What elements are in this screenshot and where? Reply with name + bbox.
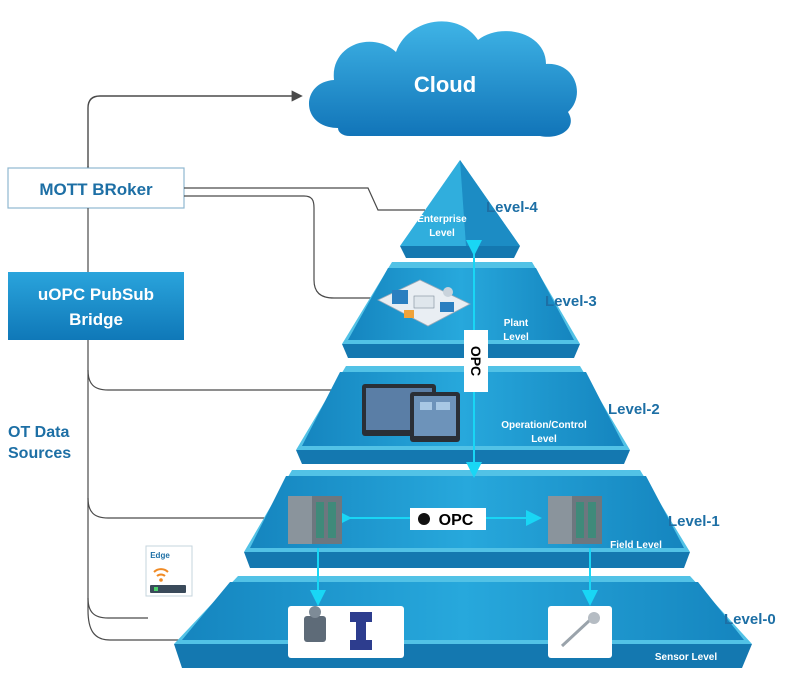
ot-sources-line2: Sources bbox=[8, 445, 71, 462]
tier-level-4 bbox=[400, 160, 520, 258]
tier-level-3 bbox=[342, 262, 580, 358]
opc-logo-vertical-text: OPC bbox=[468, 346, 484, 376]
pyramid bbox=[174, 160, 752, 668]
plc-right-icon bbox=[548, 496, 602, 544]
edge-label: Edge bbox=[150, 551, 170, 560]
level-4-desc-2: Level bbox=[429, 228, 455, 239]
ot-sensor-connector bbox=[87, 597, 148, 619]
level-0-label: Level-0 bbox=[724, 611, 776, 628]
cloud-label: Cloud bbox=[414, 72, 476, 97]
bridge-label-line1: uOPC PubSub bbox=[38, 285, 154, 304]
cloud-broker-connector bbox=[82, 90, 303, 177]
edge-device: Edge bbox=[145, 545, 193, 597]
opc-logo-horizontal: OPC bbox=[410, 508, 486, 530]
wifi-icon bbox=[153, 568, 169, 573]
level-2-desc-1: Operation/Control bbox=[501, 420, 587, 431]
opc-logo-horizontal-text: OPC bbox=[439, 512, 474, 529]
level-2-label: Level-2 bbox=[608, 401, 660, 418]
level-1-label: Level-1 bbox=[668, 513, 720, 530]
level-4-desc-1: Enterprise bbox=[417, 214, 467, 225]
pubsub-bridge-box: uOPC PubSub Bridge bbox=[8, 272, 184, 340]
bridge-control-connector bbox=[87, 369, 372, 391]
level-1-desc-1: Field Level bbox=[610, 540, 662, 551]
cloud-node: Cloud bbox=[308, 21, 577, 137]
sensor-device-right bbox=[548, 606, 612, 658]
plant-factory-icon bbox=[377, 279, 471, 327]
plc-left-icon bbox=[288, 496, 342, 544]
tier-descriptions: Enterprise Level Plant Level Operation/C… bbox=[417, 214, 717, 663]
connector-lines bbox=[87, 187, 425, 641]
broker-plant-connector bbox=[184, 195, 388, 299]
level-3-desc-1: Plant bbox=[504, 318, 529, 329]
level-2-desc-2: Level bbox=[531, 434, 557, 445]
level-labels: Level-4 Level-3 Level-2 Level-1 Level-0 bbox=[486, 199, 776, 628]
ot-bottom-connector bbox=[87, 609, 182, 641]
opc-logo-vertical: OPC bbox=[464, 330, 488, 392]
tier-level-2 bbox=[296, 366, 630, 464]
level-3-label: Level-3 bbox=[545, 293, 597, 310]
sensor-devices-left bbox=[288, 606, 404, 658]
level-0-desc-1: Sensor Level bbox=[655, 652, 717, 663]
hmi-panel-icon bbox=[362, 384, 460, 442]
level-4-label: Level-4 bbox=[486, 199, 538, 216]
broker-label: MOTT BRoker bbox=[39, 180, 153, 199]
mqtt-broker-box: MOTT BRoker bbox=[7, 167, 185, 209]
bridge-label-line2: Bridge bbox=[69, 310, 123, 329]
broker-enterprise-connector bbox=[184, 187, 425, 211]
level-3-desc-2: Level bbox=[503, 332, 529, 343]
ot-field-connector bbox=[87, 497, 292, 519]
ot-sources-line1: OT Data bbox=[8, 424, 69, 441]
cloud-icon bbox=[308, 21, 577, 137]
